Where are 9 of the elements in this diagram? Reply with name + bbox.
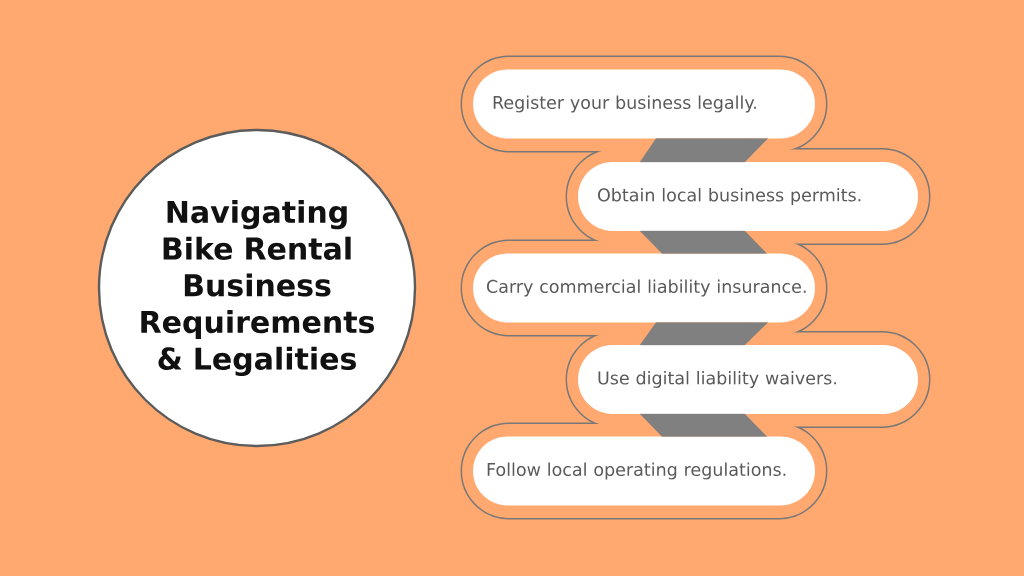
- connector-band: [639, 413, 768, 437]
- step-pill: Carry commercial liability insurance.: [473, 253, 815, 323]
- step-pill: Use digital liability waivers.: [578, 345, 918, 414]
- connector-band: [639, 322, 769, 346]
- step-pill: Follow local operating regulations.: [473, 436, 815, 506]
- step-pill: Register your business legally.: [473, 69, 815, 139]
- connector-band: [639, 138, 769, 163]
- connector-band: [639, 230, 768, 254]
- step-pill: Obtain local business permits.: [578, 162, 918, 231]
